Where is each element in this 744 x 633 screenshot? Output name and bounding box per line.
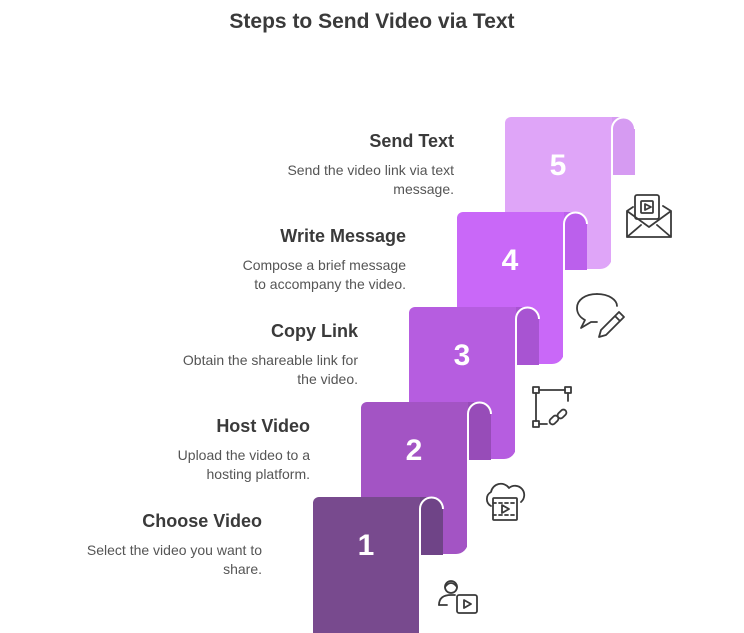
step-description: Select the video you want to share. xyxy=(2,541,262,579)
step-curl-edge xyxy=(467,401,492,552)
step-title: Choose Video xyxy=(142,511,262,531)
step-description-line: share. xyxy=(223,561,262,577)
step-title: Host Video xyxy=(216,416,310,436)
step-title: Copy Link xyxy=(270,321,358,341)
step-curl-edge xyxy=(611,116,636,267)
step-description: Compose a brief message to accompany the … xyxy=(146,256,406,294)
step-description-line: Obtain the shareable link for xyxy=(182,352,358,368)
step-curl-edge xyxy=(419,496,444,633)
step-1-shape: 1 xyxy=(313,496,444,633)
step-description-line: Select the video you want to xyxy=(86,542,262,558)
step-curl xyxy=(468,402,491,460)
step-description-line: Send the video link via text xyxy=(287,162,454,178)
step-title: Send Text xyxy=(369,131,454,151)
step-curl xyxy=(420,497,443,555)
chat-pencil-icon xyxy=(576,293,625,338)
step-number: 5 xyxy=(550,149,567,182)
step-number: 2 xyxy=(406,434,423,467)
step-number: 4 xyxy=(502,244,519,277)
cloud-video-icon xyxy=(485,482,526,521)
link-selection-icon xyxy=(532,386,572,428)
step-title: Write Message xyxy=(280,226,406,246)
step-description: Send the video link via text message. xyxy=(194,161,454,199)
step-description-line: message. xyxy=(393,181,454,197)
step-description-line: the video. xyxy=(297,371,358,387)
step-description: Upload the video to a hosting platform. xyxy=(50,446,310,484)
step-number: 1 xyxy=(358,529,375,562)
diagram-title: Steps to Send Video via Text xyxy=(229,10,515,33)
step-description-line: Upload the video to a xyxy=(177,447,310,463)
step-body xyxy=(313,497,420,633)
step-curl xyxy=(564,212,587,270)
step-description-line: hosting platform. xyxy=(206,466,311,482)
step-curl-edge xyxy=(563,211,588,362)
envelope-video-icon xyxy=(626,194,672,238)
person-video-icon xyxy=(438,580,478,614)
step-description-line: to accompany the video. xyxy=(254,276,406,292)
step-curl xyxy=(516,307,539,365)
step-number: 3 xyxy=(454,339,471,372)
step-curl-edge xyxy=(515,306,540,457)
step-description: Obtain the shareable link for the video. xyxy=(98,351,358,389)
step-curl xyxy=(612,117,635,175)
step-description-line: Compose a brief message xyxy=(242,257,406,273)
